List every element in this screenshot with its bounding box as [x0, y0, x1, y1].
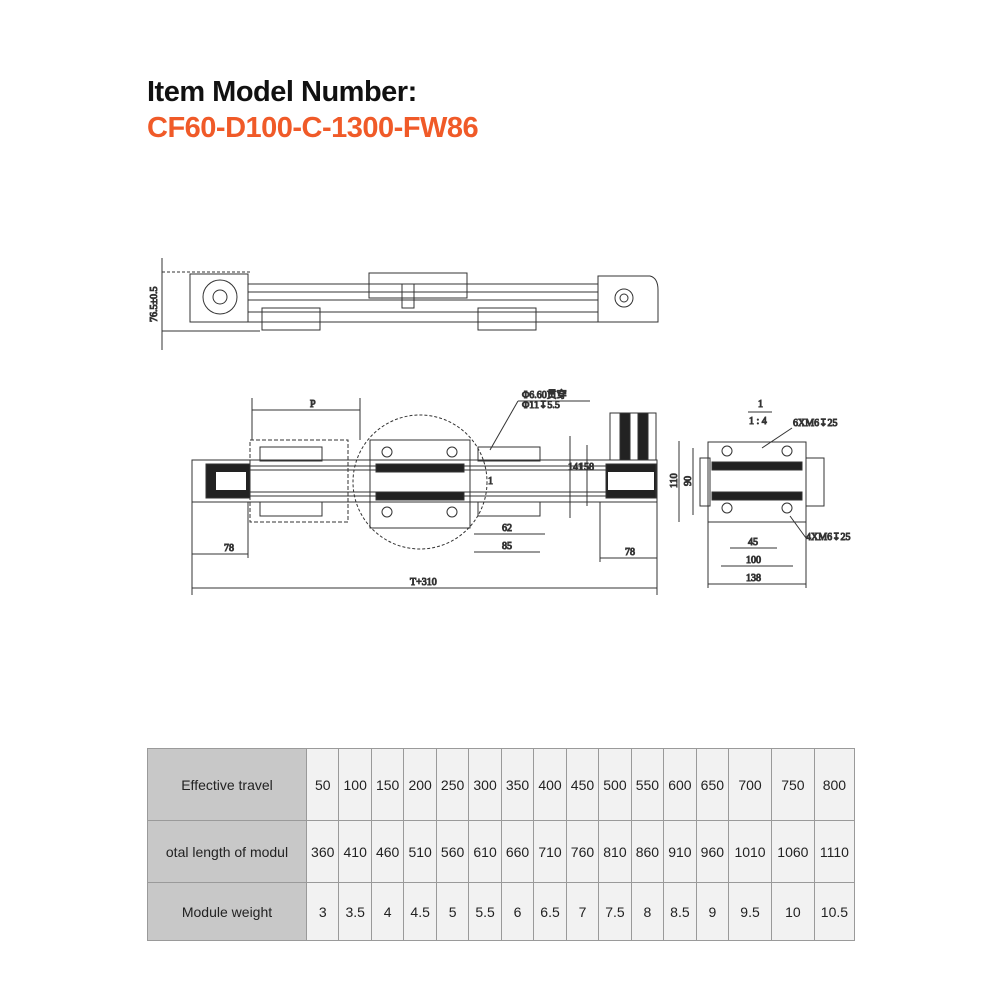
table-cell: 8.5 — [663, 882, 697, 941]
table-cell: 6.5 — [533, 882, 567, 941]
hole-note-2: Φ11↧5.5 — [522, 400, 560, 411]
table-cell: 3 — [305, 882, 340, 941]
section-num: 1 — [758, 399, 763, 410]
table-cell: 4.5 — [403, 882, 437, 941]
table-cell: 600 — [663, 748, 697, 821]
table-cell: 910 — [663, 820, 697, 883]
table-cell: 750 — [770, 748, 815, 821]
table-cell: 3.5 — [338, 882, 372, 941]
row-header: otal length of modul — [147, 820, 307, 883]
table-cell: 100 — [338, 748, 372, 821]
dim-78-left: 78 — [224, 543, 234, 554]
dim-85: 85 — [502, 541, 512, 552]
table-cell: 610 — [468, 820, 502, 883]
hole-note-1: Φ6.60贯穿 — [522, 388, 567, 401]
table-cell: 5.5 — [468, 882, 502, 941]
dim-p: P — [310, 399, 316, 410]
dim-62: 62 — [502, 523, 512, 534]
table-cell: 560 — [435, 820, 470, 883]
table-cell: 700 — [728, 748, 772, 821]
table-cell: 510 — [403, 820, 437, 883]
table-cell: 800 — [813, 748, 856, 821]
dim-45: 45 — [748, 537, 758, 548]
table-cell: 1060 — [770, 820, 815, 883]
row-header: Effective travel — [147, 748, 307, 821]
model-number: CF60-D100-C-1300-FW86 — [147, 112, 479, 144]
table-cell: 810 — [598, 820, 632, 883]
dim-90: 90 — [683, 476, 694, 486]
thread-bottom: 4XM6↧25 — [806, 532, 851, 543]
table-cell: 9.5 — [728, 882, 772, 941]
table-cell: 500 — [598, 748, 632, 821]
dim-100: 100 — [746, 555, 761, 566]
table-cell: 9 — [695, 882, 730, 941]
end-view: 1 1 : 4 6XM6↧25 110 90 4XM6↧25 45 100 13… — [669, 399, 851, 588]
table-cell: 4 — [370, 882, 405, 941]
table-cell: 300 — [468, 748, 502, 821]
table-cell: 410 — [338, 820, 372, 883]
table-cell: 200 — [403, 748, 437, 821]
top-view: P Φ6.60贯穿 Φ11↧5.5 1 141 158 62 85 78 78 … — [191, 388, 658, 595]
table-cell: 860 — [630, 820, 665, 883]
technical-drawing: 76.5±0.5 P Φ6.60贯穿 Φ11↧5.5 1 141 — [149, 258, 851, 595]
table-cell: 7 — [565, 882, 600, 941]
table-cell: 400 — [533, 748, 567, 821]
table-cell: 710 — [533, 820, 567, 883]
table-cell: 350 — [500, 748, 535, 821]
table-cell: 760 — [565, 820, 600, 883]
row-header: Module weight — [147, 882, 307, 941]
table-cell: 8 — [630, 882, 665, 941]
thread-top: 6XM6↧25 — [793, 418, 838, 429]
table-cell: 960 — [695, 820, 730, 883]
table-cell: 460 — [370, 820, 405, 883]
dim-78-right: 78 — [625, 547, 635, 558]
dim-138: 138 — [746, 573, 761, 584]
scale-label: 1 : 4 — [749, 416, 767, 427]
dim-110: 110 — [669, 473, 680, 488]
table-cell: 7.5 — [598, 882, 632, 941]
dim-141: 141 — [568, 462, 583, 473]
side-height-dim: 76.5±0.5 — [149, 287, 160, 323]
table-cell: 650 — [695, 748, 730, 821]
table-cell: 360 — [305, 820, 340, 883]
table-cell: 660 — [500, 820, 535, 883]
dim-158: 158 — [579, 462, 594, 473]
table-cell: 450 — [565, 748, 600, 821]
section-mark: 1 — [488, 476, 493, 487]
table-cell: 550 — [630, 748, 665, 821]
dim-total: T+310 — [410, 577, 437, 588]
table-cell: 6 — [500, 882, 535, 941]
table-cell: 50 — [305, 748, 340, 821]
side-view: 76.5±0.5 — [149, 258, 659, 350]
page-title: Item Model Number: — [147, 76, 417, 108]
table-cell: 10 — [770, 882, 815, 941]
table-cell: 10.5 — [813, 882, 856, 941]
table-cell: 5 — [435, 882, 470, 941]
table-cell: 1010 — [728, 820, 772, 883]
table-cell: 250 — [435, 748, 470, 821]
table-cell: 150 — [370, 748, 405, 821]
table-cell: 1110 — [813, 820, 856, 883]
